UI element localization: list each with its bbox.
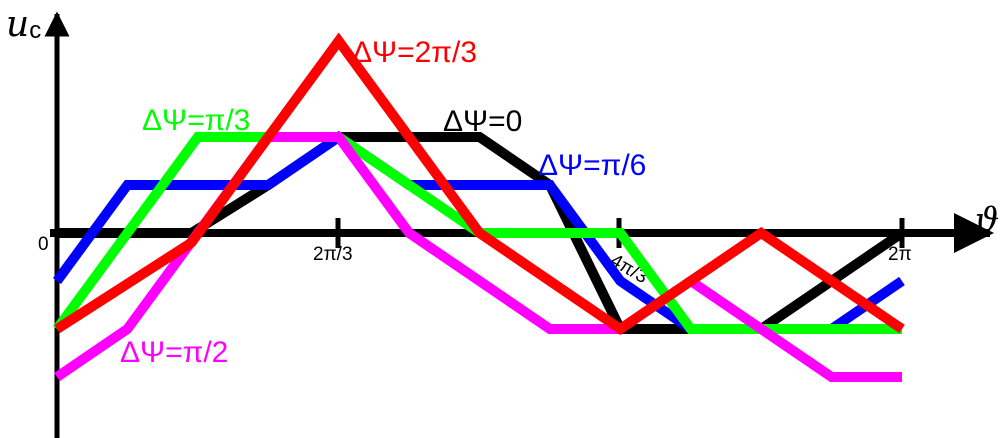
x-tick-label-2pi3: 2π/3	[313, 244, 353, 265]
x-tick-label-2pi: 2π	[888, 244, 912, 265]
y-axis-title: uc	[6, 4, 41, 45]
y-axis-title-main: u	[6, 4, 29, 45]
series-line-dpsi-2pi3	[54, 32, 905, 336]
series-label-dpsi-pi6: ΔΨ=π/6	[538, 149, 646, 182]
series-label-dpsi-pi3: ΔΨ=π/3	[142, 104, 250, 137]
series-label-dpsi-0: ΔΨ=0	[443, 105, 522, 138]
series-line-dpsi-0	[57, 132, 905, 334]
series-label-dpsi-pi2: ΔΨ=π/2	[120, 336, 228, 369]
y-axis-title-sub: c	[29, 17, 41, 44]
series-label-dpsi-2pi3: ΔΨ=2π/3	[352, 36, 477, 69]
origin-label: 0	[38, 234, 49, 255]
x-axis-title: ϑ	[975, 200, 999, 240]
